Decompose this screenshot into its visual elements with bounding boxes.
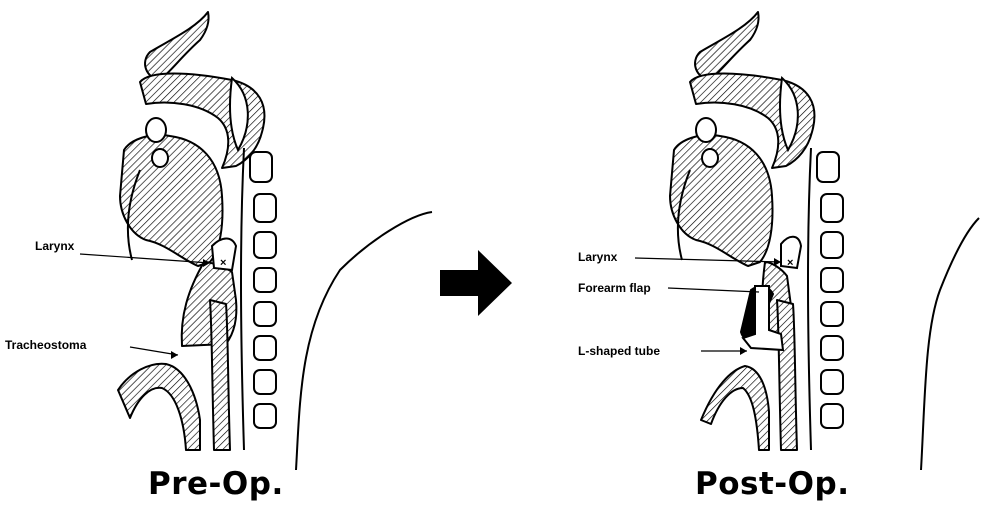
back-of-neck-outline: [296, 212, 432, 470]
oral-cavity-mark: [702, 149, 718, 167]
nasal-turbinate: [696, 118, 716, 142]
post-op-panel: ×: [555, 0, 982, 513]
post-op-larynx-label: Larynx: [578, 250, 617, 264]
tongue: [120, 135, 223, 266]
stoma-tissue: [118, 364, 200, 450]
back-of-neck-outline: [921, 218, 979, 470]
svg-text:×: ×: [787, 257, 793, 269]
vertebrae: [250, 152, 276, 428]
pre-op-head-neck-illustration: ×: [0, 0, 440, 513]
nasal-roof: [695, 12, 758, 80]
vertebrae: [817, 152, 843, 428]
pre-op-caption: Pre-Op.: [148, 466, 284, 502]
post-op-l-shaped-tube-label: L-shaped tube: [578, 344, 660, 358]
nasal-roof: [145, 12, 208, 80]
right-arrow-icon: [440, 250, 512, 316]
pre-op-larynx-label: Larynx: [35, 239, 74, 253]
svg-text:×: ×: [220, 257, 226, 269]
pre-op-panel: × Larynx Tracheostoma Pre-Op.: [0, 0, 440, 513]
post-op-forearm-flap-label: Forearm flap: [578, 281, 651, 295]
post-op-caption: Post-Op.: [695, 466, 849, 502]
spine-column: [210, 300, 230, 450]
nasal-turbinate: [146, 118, 166, 142]
spine-column: [777, 300, 797, 450]
stoma-tissue: [701, 366, 769, 450]
oral-cavity-mark: [152, 149, 168, 167]
post-op-head-neck-illustration: ×: [555, 0, 982, 513]
tongue: [670, 135, 773, 266]
pre-op-tracheostoma-label: Tracheostoma: [5, 338, 86, 352]
